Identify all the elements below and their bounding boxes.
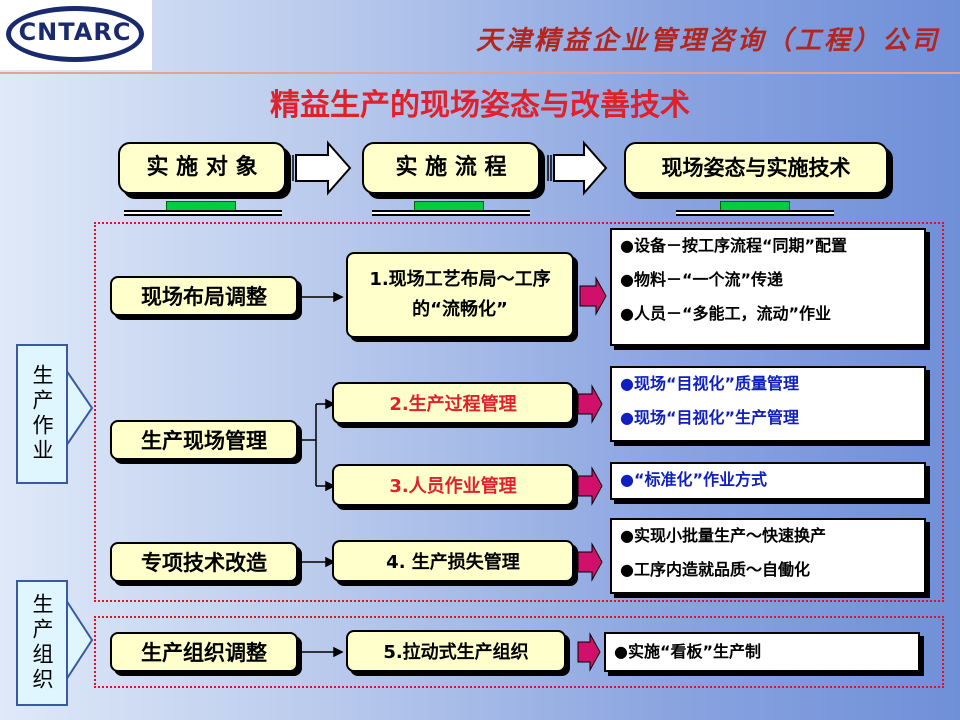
site-management-box: 生产现场管理: [110, 420, 298, 460]
detail-item: ●实施“看板”生产制: [614, 642, 761, 661]
detail-item: ●实现小批量生产～快速换产: [620, 526, 826, 545]
base-bar: [676, 210, 834, 216]
standardization-box: ●“标准化”作业方式: [610, 462, 926, 500]
process-box: 实 施 流 程: [362, 142, 540, 194]
process-layout-box: 1.现场工艺布局～工序的“流畅化”: [346, 252, 574, 338]
hollow-arrow-icon: [295, 140, 608, 196]
loss-management-box: 4. 生产损失管理: [332, 540, 574, 582]
pull-production-box: 5.拉动式生产组织: [346, 630, 566, 672]
side-label-organization: 生产组织: [16, 580, 68, 706]
detail-item: ●工序内造就品质～自働化: [620, 560, 810, 579]
layout-details-box: ●设备－按工序流程“同期”配置 ●物料－“一个流”传递 ●人员－“多能工，流动”…: [610, 228, 926, 346]
layout-adjust-box: 现场布局调整: [110, 276, 298, 316]
kanban-box: ●实施“看板”生产制: [604, 632, 920, 672]
base-bar: [124, 210, 282, 216]
personnel-management-box: 3.人员作业管理: [332, 464, 574, 506]
base-bar: [372, 210, 530, 216]
company-name: 天津精益企业管理咨询（工程）公司: [475, 26, 940, 56]
technique-box: 现场姿态与实施技术: [624, 142, 888, 194]
organization-adjust-box: 生产组织调整: [110, 632, 298, 672]
detail-item: ●现场“目视化”生产管理: [620, 408, 799, 427]
process-management-box: 2.生产过程管理: [332, 382, 574, 424]
detail-item: ●人员－“多能工，流动”作业: [620, 304, 831, 323]
header-divider: [0, 72, 960, 74]
improvement-details-box: ●实现小批量生产～快速换产 ●工序内造就品质～自働化: [610, 518, 926, 594]
production-operation-region: [94, 222, 944, 602]
production-organization-region: [94, 616, 944, 688]
detail-item: ●物料－“一个流”传递: [620, 270, 783, 289]
logo-oval: [6, 6, 144, 62]
target-box: 实 施 对 象: [118, 142, 286, 194]
logo-text: CNTARC: [18, 18, 132, 46]
visual-management-box: ●现场“目视化”质量管理 ●现场“目视化”生产管理: [610, 366, 926, 442]
detail-item: ●“标准化”作业方式: [620, 470, 767, 489]
side-label-operation: 生产作业: [16, 344, 68, 484]
tech-improvement-box: 专项技术改造: [110, 542, 298, 582]
detail-item: ●现场“目视化”质量管理: [620, 374, 799, 393]
page-title: 精益生产的现场姿态与改善技术: [270, 88, 690, 123]
detail-item: ●设备－按工序流程“同期”配置: [620, 236, 847, 255]
